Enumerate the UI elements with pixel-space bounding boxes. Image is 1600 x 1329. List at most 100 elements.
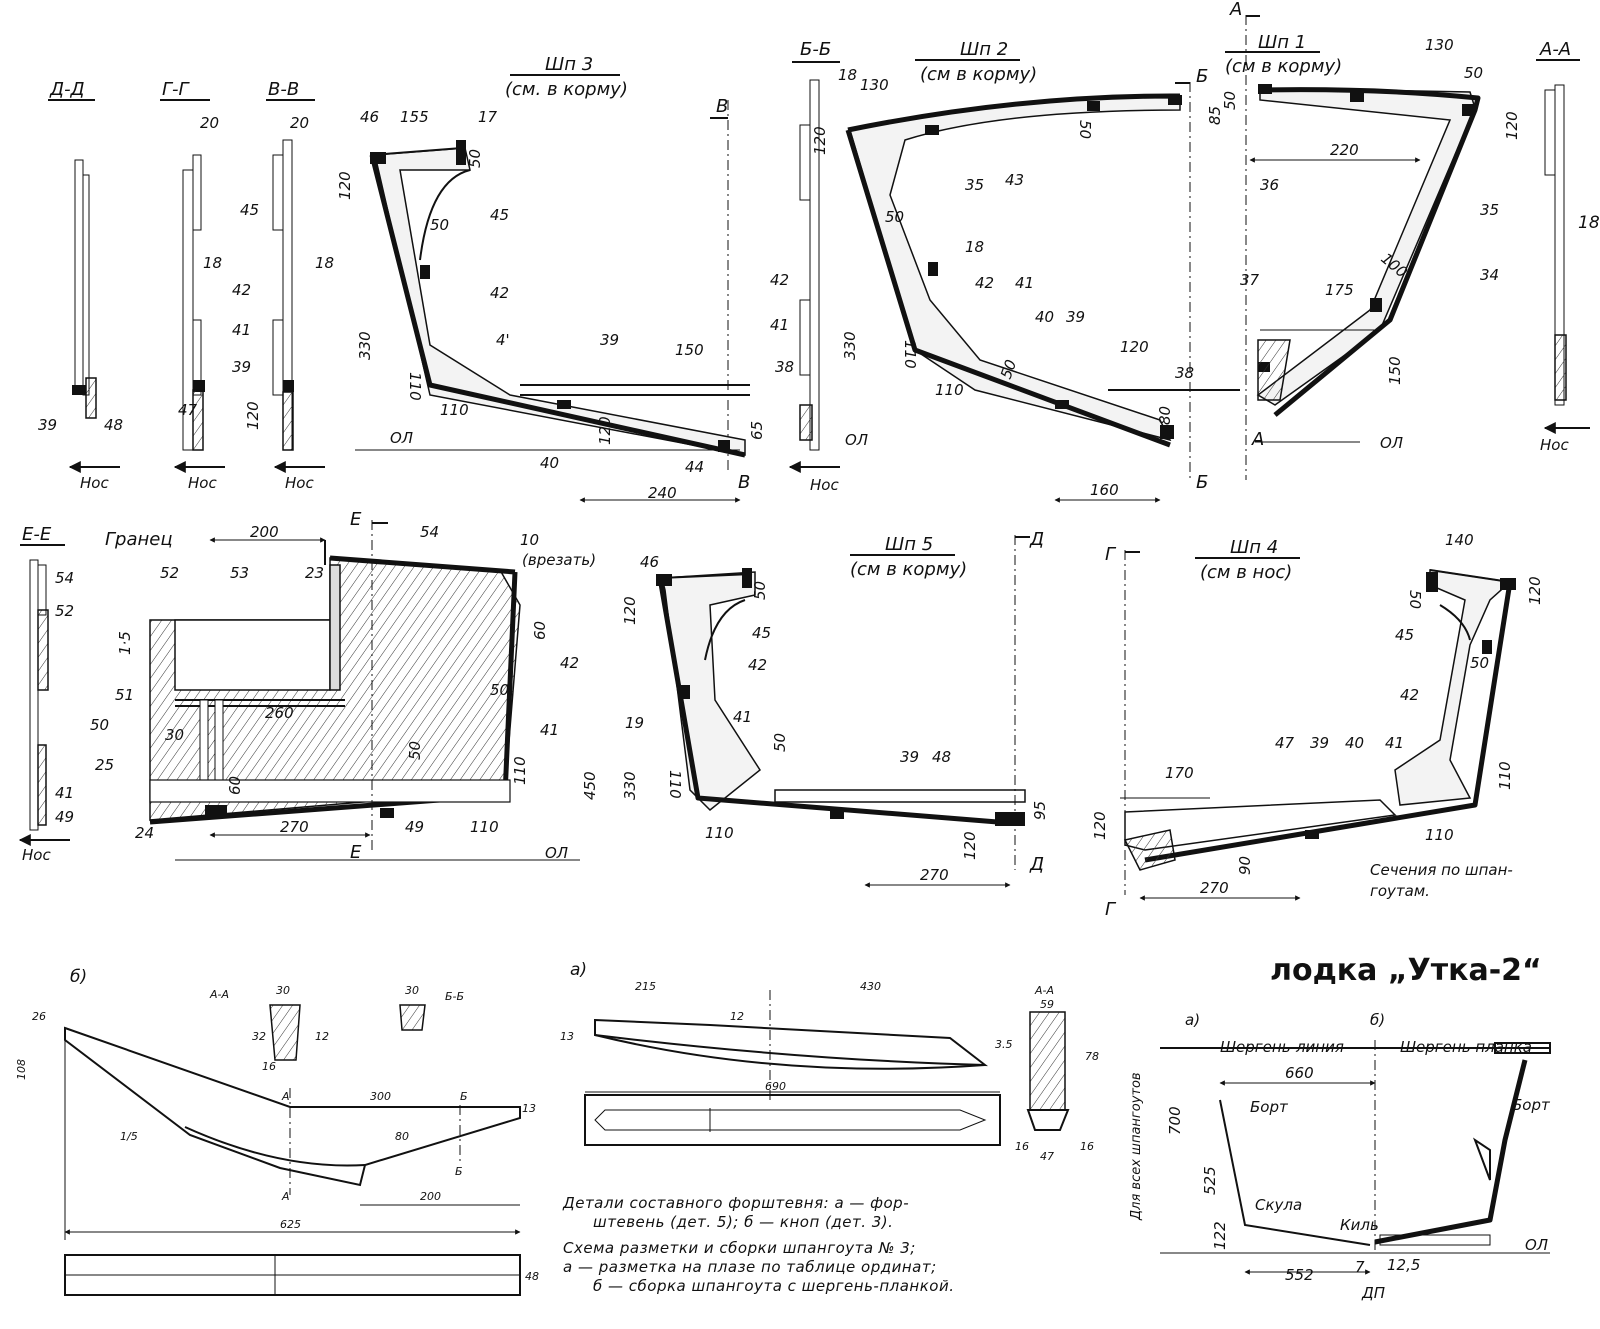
dim-120-shp4b: 120	[1091, 811, 1109, 840]
label-nos-bb: Нос	[810, 476, 839, 494]
detail-b-d300: 300	[370, 1090, 391, 1103]
label-40-shp4: 40	[1345, 734, 1364, 752]
label-36: 36	[1260, 176, 1279, 194]
cut-g-top: Г	[1105, 544, 1117, 565]
detail-a: а) А-А 215 430 59 12 13 3.5 78 690 16 16…	[560, 960, 1099, 1163]
shp4-title: Шп 4	[1230, 537, 1278, 558]
label-49: 49	[405, 818, 424, 836]
dim-50-shp1b: 50	[1221, 91, 1239, 110]
label-54: 54	[420, 523, 439, 541]
detail-b-d16: 16	[262, 1060, 276, 1073]
label-17: 17	[478, 108, 498, 126]
cut-d-top: Д	[1029, 529, 1044, 550]
dim-110-a: 110	[406, 372, 424, 401]
caption-sections: Сечения по шпан- гоутам.	[1370, 861, 1513, 900]
dim-330: 330	[356, 331, 374, 360]
caption-line-2: штевень (дет. 5); б — кноп (дет. 3).	[593, 1213, 893, 1231]
dim-60-tr2: 60	[226, 776, 244, 795]
label-35-shp1: 35	[1480, 201, 1499, 219]
detail-b-d200: 200	[420, 1190, 441, 1203]
detail-b-d12: 12	[315, 1030, 329, 1043]
scheme-bort-a: Борт	[1250, 1098, 1289, 1116]
cut-e-top: Е	[350, 509, 362, 530]
cut-b-top: Б	[1196, 66, 1208, 87]
dim-120-a: 120	[336, 171, 354, 200]
dim-18-gg: 18	[203, 254, 222, 272]
dim-50-shp1: 50	[1464, 64, 1483, 82]
label-49-ee: 49	[55, 808, 74, 826]
label-nos-vv: Нос	[285, 474, 314, 492]
label-39-shp5: 39	[900, 748, 919, 766]
shp2-title: Шп 2	[960, 39, 1008, 60]
dim-110-shp2b: 110	[935, 381, 964, 399]
label-37: 37	[1240, 271, 1260, 289]
detail-b-d48: 48	[525, 1270, 539, 1283]
label-46: 46	[360, 108, 379, 126]
section-ee: Е-Е 54 52 41 49 Нос	[18, 524, 74, 864]
label-42-shp2: 42	[975, 274, 994, 292]
dim-120-shp2: 120	[811, 126, 829, 155]
label-42-shp5: 42	[748, 656, 767, 674]
dim-50-shp4b: 50	[1470, 654, 1489, 672]
caption-line-5: б — сборка шпангоута с шергень-планкой.	[593, 1277, 954, 1295]
dim-130-shp2: 130	[860, 76, 889, 94]
dim-50-b: 50	[430, 216, 449, 234]
cut-d-bottom: Д	[1029, 854, 1044, 875]
dim-120-shp1: 120	[1503, 111, 1521, 140]
dim-270-shp4: 270	[1200, 879, 1229, 897]
drawing-title: лодка „Утка-2“	[1270, 953, 1542, 988]
shp1-title: Шп 1	[1258, 32, 1306, 53]
detail-a-d35: 3.5	[995, 1038, 1013, 1051]
label-54-ee: 54	[55, 569, 74, 587]
label-39-shp3: 39	[600, 331, 619, 349]
label-ol-tr: ОЛ	[545, 844, 568, 862]
dim-110-shp5b: 110	[705, 824, 734, 842]
label-41-shp5: 41	[733, 708, 752, 726]
label-39-shp2: 39	[1066, 308, 1085, 326]
shp3-subtitle: (см. в корму)	[505, 79, 628, 100]
label-25: 25	[95, 756, 114, 774]
frame-shp1: А Шп 1 (см в корму) А 130 50 50 85 220 1…	[1206, 0, 1521, 480]
caption-line-4: а — разметка на плазе по таблице ординат…	[563, 1258, 937, 1276]
label-10: 10	[520, 531, 539, 549]
dim-140: 140	[1445, 531, 1474, 549]
label-nos-gg: Нос	[188, 474, 217, 492]
label-46-shp5: 46	[640, 553, 659, 571]
shp3-title: Шп 3	[545, 54, 593, 75]
dim-150-shp1: 150	[1386, 356, 1404, 385]
detail-b-aa: А-А	[209, 988, 229, 1001]
frame-shp3: Шп 3 (см. в корму) В В 46 155 17 50 120 …	[336, 54, 766, 503]
dim-18-aa: 18	[1578, 213, 1600, 233]
dim-120-vv: 120	[244, 401, 262, 430]
dim-60-tr: 60	[531, 621, 549, 640]
granets-label: Гранец	[105, 529, 173, 550]
scheme-d700: 700	[1166, 1106, 1184, 1135]
label-52: 52	[160, 564, 179, 582]
label-40: 40	[540, 454, 559, 472]
detail-a-d16b: 16	[1080, 1140, 1094, 1153]
section-dd-title: Д-Д	[49, 79, 85, 100]
dim-50-shp4: 50	[1406, 590, 1424, 609]
dim-18-vv: 18	[315, 254, 334, 272]
scheme-d7: 7	[1355, 1258, 1365, 1276]
detail-b-d108: 108	[15, 1059, 28, 1080]
detail-b-b-top: Б	[460, 1090, 468, 1103]
dim-110-shp4b: 110	[1425, 826, 1454, 844]
scheme-line-label: Шергень-линия	[1220, 1038, 1344, 1056]
dim-130-shp1: 130	[1425, 36, 1454, 54]
dim-220: 220	[1330, 141, 1359, 159]
detail-a-d47: 47	[1040, 1150, 1054, 1163]
shp2-subtitle: (см в корму)	[920, 64, 1037, 85]
label-42-bb: 42	[770, 271, 789, 289]
detail-b-bb: Б-Б	[445, 990, 464, 1003]
caption-line-3: Схема разметки и сборки шпангоута № 3;	[563, 1239, 916, 1257]
detail-a-d215: 215	[635, 980, 656, 993]
cut-v-bottom: В	[738, 472, 750, 493]
label-24: 24	[135, 824, 154, 842]
dim-110-tr2: 110	[470, 818, 499, 836]
section-gg-title: Г-Г	[162, 79, 191, 100]
section-vv-title: В-В	[268, 79, 299, 100]
detail-b-d80: 80	[395, 1130, 409, 1143]
dim-50-shp2c: 50	[997, 357, 1020, 381]
